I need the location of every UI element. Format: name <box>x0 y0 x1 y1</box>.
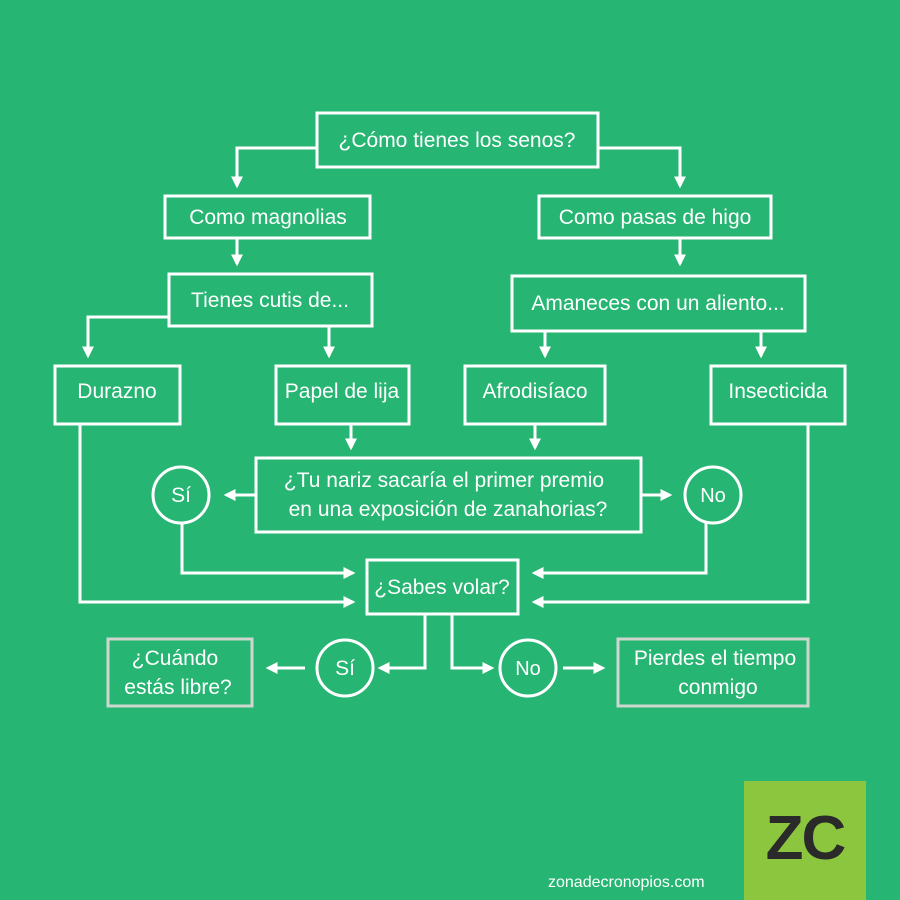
node-cutis: Tienes cutis de... <box>167 272 374 328</box>
edge-senos-to-magnolias <box>231 146 317 189</box>
node-cuando-line1: ¿Cuándo <box>132 647 218 670</box>
node-afrodisiaco: Afrodisíaco <box>463 364 607 426</box>
node-si-2-label: Sí <box>335 657 355 680</box>
node-insecticida-label: Insecticida <box>728 380 828 403</box>
node-cuando: ¿Cuándo estás libre? <box>106 637 254 708</box>
node-si-1: Sí <box>151 465 211 525</box>
edge-no-to-volar <box>531 523 708 579</box>
edge-volar-to-si <box>377 614 427 674</box>
edge-cutis-to-durazno <box>82 315 169 359</box>
node-lija-label: Papel de lija <box>285 380 400 403</box>
node-no-1-label: No <box>700 485 726 507</box>
node-insecticida: Insecticida <box>709 364 847 426</box>
node-si-1-label: Sí <box>171 484 191 507</box>
node-q-senos: ¿Cómo tienes los senos? <box>315 111 600 169</box>
node-pierdes-line2: conmigo <box>678 676 757 699</box>
node-q-senos-label: ¿Cómo tienes los senos? <box>339 129 576 152</box>
node-no-2-label: No <box>515 658 541 680</box>
node-magnolias: Como magnolias <box>163 194 372 240</box>
node-no-1: No <box>683 465 743 525</box>
node-durazno-label: Durazno <box>77 380 156 403</box>
zc-logo-text: ZC <box>765 804 847 873</box>
node-nariz: ¿Tu nariz sacaría el primer premio en un… <box>254 456 643 534</box>
edge-si-to-volar <box>180 523 356 579</box>
site-url: zonadecronopios.com <box>548 874 705 891</box>
zc-logo: ZC <box>744 781 866 900</box>
edge-volar-to-no <box>450 614 495 674</box>
node-volar: ¿Sabes volar? <box>365 558 520 616</box>
node-aliento: Amaneces con un aliento... <box>510 274 807 333</box>
node-cuando-line2: estás libre? <box>124 676 231 699</box>
node-pasas-label: Como pasas de higo <box>559 206 752 229</box>
node-pasas: Como pasas de higo <box>537 194 773 240</box>
node-afrodisiaco-label: Afrodisíaco <box>482 380 587 403</box>
node-si-2: Sí <box>315 638 375 698</box>
node-volar-label: ¿Sabes volar? <box>374 576 509 599</box>
node-durazno: Durazno <box>53 364 182 426</box>
node-no-2: No <box>498 638 558 698</box>
node-nariz-line2: en una exposición de zanahorias? <box>289 498 608 521</box>
node-aliento-label: Amaneces con un aliento... <box>531 292 784 315</box>
edge-senos-to-pasas <box>598 146 686 189</box>
node-pierdes: Pierdes el tiempo conmigo <box>616 637 810 708</box>
node-nariz-line1: ¿Tu nariz sacaría el primer premio <box>284 469 604 492</box>
edges <box>78 146 810 674</box>
node-magnolias-label: Como magnolias <box>189 206 347 229</box>
edge-insecticida-to-volar <box>531 424 810 608</box>
edge-durazno-to-volar <box>78 424 356 608</box>
node-cutis-label: Tienes cutis de... <box>191 289 349 312</box>
node-pierdes-line1: Pierdes el tiempo <box>634 647 796 670</box>
node-lija: Papel de lija <box>274 364 411 426</box>
